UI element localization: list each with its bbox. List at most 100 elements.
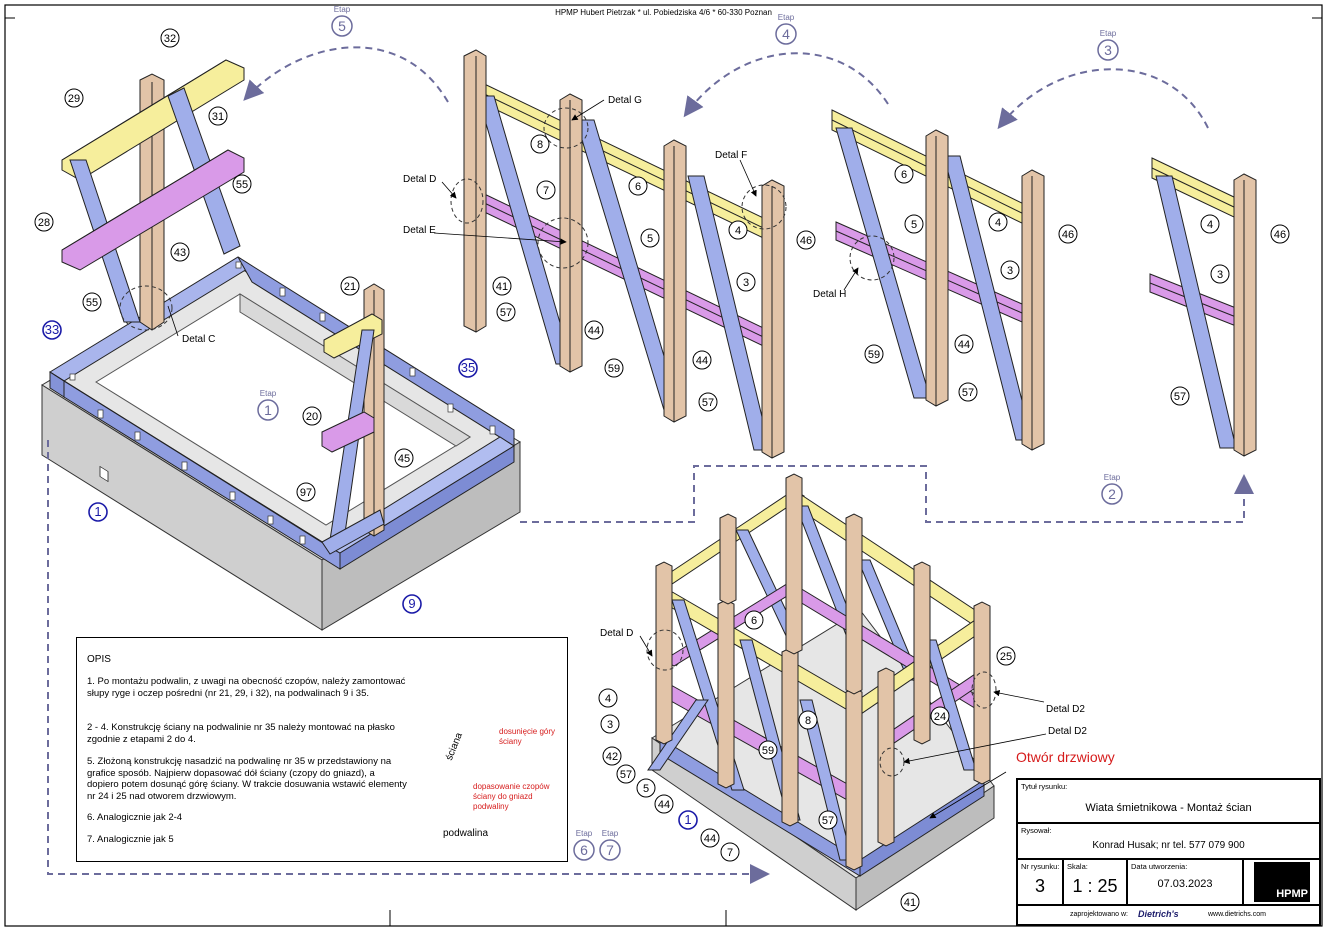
callout-number: 25 [1000, 651, 1012, 663]
callout-number: 44 [696, 355, 708, 367]
callout-p7b: 7 [720, 842, 740, 862]
callout-p44e: 44 [700, 828, 720, 848]
callout-p35: 35 [458, 358, 478, 378]
callout-p59c: 59 [758, 740, 778, 760]
callout-p4c: 4 [1200, 214, 1220, 234]
callout-number: 44 [704, 833, 716, 845]
detail-h-label: Detal H [813, 289, 846, 300]
svg-text:1: 1 [264, 402, 272, 418]
callout-p6a: 6 [628, 176, 648, 196]
tb-footer-cell: zaprojektowano w: Dietrich's www.dietric… [1017, 905, 1320, 925]
creation-date: 07.03.2023 [1157, 878, 1213, 890]
svg-text:2: 2 [1108, 486, 1116, 502]
callout-number: 59 [762, 745, 774, 757]
callout-p3c: 3 [1210, 264, 1230, 284]
callout-p41a: 41 [492, 276, 512, 296]
callout-number: 57 [962, 387, 974, 399]
callout-number: 4 [605, 693, 611, 705]
callout-number: 41 [904, 897, 916, 909]
callout-p24: 24 [930, 706, 950, 726]
callout-p4d: 4 [598, 688, 618, 708]
opis-item-5: 7. Analogicznie jak 5 [87, 834, 174, 845]
callout-p8b: 8 [798, 710, 818, 730]
callout-number: 46 [1062, 229, 1074, 241]
callout-number: 28 [38, 217, 50, 229]
callout-number: 4 [1207, 219, 1213, 231]
callout-p25: 25 [996, 646, 1016, 666]
callout-number: 1 [684, 812, 691, 827]
dietrichs-brand: Dietrich's [1138, 909, 1179, 919]
callout-number: 8 [537, 139, 543, 151]
sheet-number: 3 [1034, 876, 1045, 896]
title-block: Tytuł rysunku: Wiata śmietnikowa - Monta… [1016, 778, 1321, 926]
callout-p44a: 44 [584, 320, 604, 340]
svg-text:Etap: Etap [778, 13, 795, 22]
sketch-sill-label: podwalina [443, 828, 489, 839]
callout-number: 3 [1217, 269, 1223, 281]
callout-p97: 97 [296, 482, 316, 502]
opis-item-1: 1. Po montażu podwalin, z uwagi na obecn… [87, 676, 406, 699]
callout-number: 5 [643, 783, 649, 795]
callout-p57c: 57 [958, 382, 978, 402]
callout-number: 32 [164, 33, 176, 45]
opis-item-4: 6. Analogicznie jak 2-4 [87, 812, 183, 823]
callout-number: 6 [901, 169, 907, 181]
callout-p59a: 59 [604, 358, 624, 378]
callout-number: 31 [212, 111, 224, 123]
callout-number: 41 [496, 281, 508, 293]
detail-c-leader [167, 305, 179, 337]
callout-p31: 31 [208, 106, 228, 126]
callout-number: 44 [588, 325, 600, 337]
callout-number: 8 [805, 715, 811, 727]
callout-p41b: 41 [900, 892, 920, 912]
sketch-wall-label: ściana [444, 731, 466, 763]
callout-p57f: 57 [818, 810, 838, 830]
callout-number: 6 [751, 615, 757, 627]
callout-p44b: 44 [692, 350, 712, 370]
callout-number: 57 [500, 307, 512, 319]
door-opening-label: Otwór drzwiowy [1016, 749, 1115, 765]
callout-number: 57 [620, 769, 632, 781]
svg-text:3: 3 [1104, 42, 1112, 58]
callout-number: 57 [702, 397, 714, 409]
opis-title: OPIS [87, 654, 111, 665]
callout-p21: 21 [340, 276, 360, 296]
callout-number: 44 [658, 799, 670, 811]
tb-drawn-cell: Rysował: Konrad Husak; nr tel. 577 079 9… [1017, 823, 1320, 859]
callout-number: 21 [344, 281, 356, 293]
stage-4-wall [450, 49, 787, 459]
callout-p5b: 5 [904, 214, 924, 234]
detail-d-label: Detal D [403, 174, 436, 185]
callout-number: 46 [800, 235, 812, 247]
callout-p5a: 5 [640, 228, 660, 248]
callout-p45: 45 [394, 448, 414, 468]
callout-number: 29 [68, 93, 80, 105]
callout-p6b: 6 [894, 164, 914, 184]
detail-g-label: Detal G [608, 95, 642, 106]
callout-number: 24 [934, 711, 946, 723]
stage-3-wall [831, 109, 1045, 451]
detail-d-low-label: Detal D [600, 628, 633, 639]
svg-text:Etap: Etap [1100, 29, 1117, 38]
callout-number: 3 [743, 277, 749, 289]
opis-item-3: 5. Złożoną konstrukcję nasadzić na podwa… [87, 756, 407, 802]
tb-logo-cell: HPMP [1243, 859, 1320, 905]
svg-text:Etap: Etap [334, 5, 351, 14]
callout-number: 59 [608, 363, 620, 375]
opis-item-2: 2 - 4. Konstrukcję ściany na podwalinie … [87, 722, 395, 745]
callout-number: 5 [911, 219, 917, 231]
callout-p44c: 44 [954, 334, 974, 354]
svg-text:Etap: Etap [602, 829, 619, 838]
callout-p57b: 57 [698, 392, 718, 412]
callout-p1b: 1 [678, 810, 698, 830]
detail-f-label: Detal F [715, 150, 747, 161]
opis-panel: OPIS 1. Po montażu podwalin, z uwagi na … [76, 637, 568, 862]
callout-number: 3 [1007, 265, 1013, 277]
callout-p57d: 57 [1170, 386, 1190, 406]
callout-number: 5 [647, 233, 653, 245]
